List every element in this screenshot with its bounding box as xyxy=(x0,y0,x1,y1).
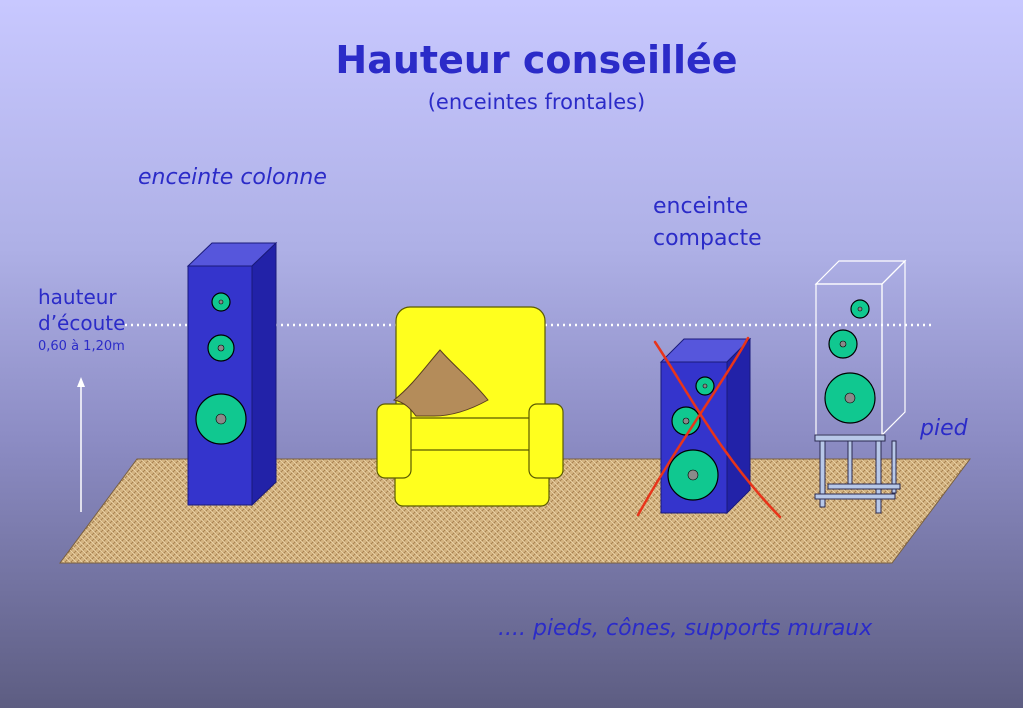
footer-note: .... pieds, cônes, supports muraux xyxy=(498,616,873,641)
midrange-driver xyxy=(207,334,235,362)
cushion xyxy=(392,349,489,417)
label-height-line2: d’écoute xyxy=(38,311,126,335)
label-compact-speaker: enceinte compacte xyxy=(653,191,762,255)
label-height-line1: hauteur xyxy=(38,285,117,309)
compact-speaker-on-stand xyxy=(814,259,907,437)
height-arrow-icon xyxy=(77,377,85,512)
speaker-stand xyxy=(814,434,901,514)
label-height-range: 0,60 à 1,20m xyxy=(38,339,125,354)
label-floor-speaker: enceinte colonne xyxy=(138,165,327,190)
compact-speaker-floor xyxy=(659,337,752,515)
tweeter-driver xyxy=(850,299,870,319)
armchair xyxy=(376,306,564,507)
floor-standing-speaker xyxy=(186,241,278,507)
cross-mark-icon xyxy=(636,336,782,519)
slide-subtitle: (enceintes frontales) xyxy=(427,90,646,114)
tweeter-driver xyxy=(695,376,715,396)
label-listening-height: hauteur d’écoute xyxy=(38,284,125,336)
slide-title: Hauteur conseillée xyxy=(335,38,738,82)
label-compact-line2: compacte xyxy=(653,226,762,251)
label-compact-line1: enceinte xyxy=(653,194,749,219)
tweeter-driver xyxy=(211,292,231,312)
woofer-driver xyxy=(824,372,876,424)
woofer-driver xyxy=(195,393,247,445)
midrange-driver xyxy=(828,329,858,359)
label-stand: pied xyxy=(920,416,968,441)
woofer-driver xyxy=(667,449,719,501)
